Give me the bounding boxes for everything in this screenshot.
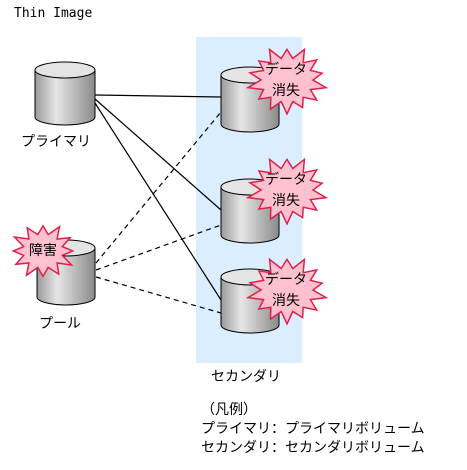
data-loss-burst-label-2: データ 消失 (257, 170, 315, 212)
data-loss-burst-2 (245, 157, 329, 226)
data-loss-line1: データ (265, 62, 307, 78)
data-loss-burst-3 (245, 257, 329, 326)
secondary-label: セカンダリ (211, 369, 281, 385)
data-loss-line2: 消失 (272, 193, 300, 209)
pool-failure-burst (11, 224, 75, 278)
primary-to-secondary-2 (94, 98, 222, 211)
legend: （凡例） プライマリ：プライマリボリューム セカンダリ：セカンダリボリューム (201, 401, 425, 458)
pool-connections (95, 111, 222, 314)
legend-primary: プライマリ：プライマリボリューム (201, 421, 425, 437)
pool-to-secondary-3 (95, 276, 222, 314)
primary-to-secondary-1 (94, 94, 222, 98)
primary-to-secondary-3 (94, 102, 222, 301)
data-loss-line2: 消失 (272, 293, 300, 309)
primary-connections (94, 94, 222, 301)
data-loss-burst-1 (245, 47, 329, 116)
data-loss-burst-label-1: データ 消失 (257, 60, 315, 102)
data-loss-line1: データ (265, 172, 307, 188)
diagram-title: Thin Image (14, 6, 93, 21)
primary-volume-cylinder (34, 61, 96, 126)
legend-heading: （凡例） (201, 402, 257, 418)
primary-label: プライマリ (21, 134, 91, 150)
data-loss-line2: 消失 (272, 83, 300, 99)
data-loss-burst-label-3: データ 消失 (257, 270, 315, 312)
pool-to-secondary-1 (95, 111, 222, 264)
pool-failure-burst-label: 障害 (29, 243, 57, 259)
data-loss-line1: データ (265, 272, 307, 288)
pool-to-secondary-2 (95, 224, 222, 271)
legend-secondary: セカンダリ：セカンダリボリューム (201, 440, 425, 456)
pool-label: プール (39, 316, 81, 332)
